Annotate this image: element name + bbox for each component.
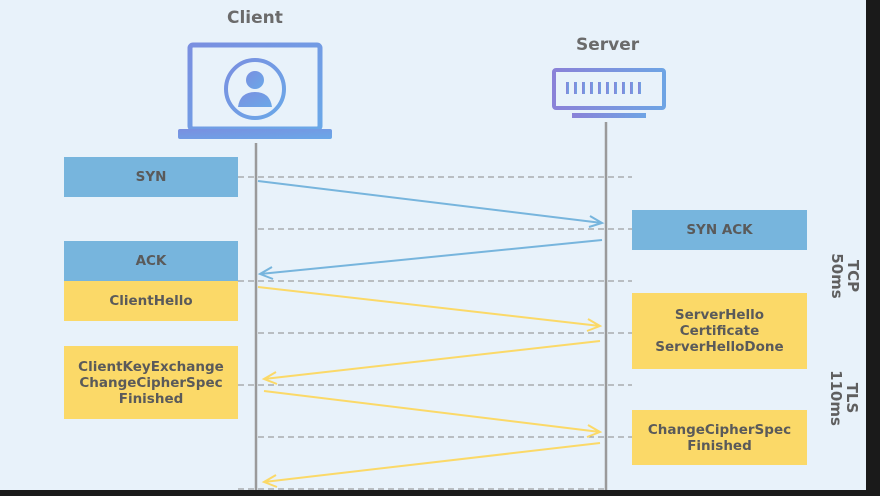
phase-label-tls: TLS 110ms [827, 370, 861, 426]
message-client-key-exchange: ClientKeyExchange ChangeCipherSpec Finis… [64, 346, 238, 419]
server-label: Server [576, 35, 640, 55]
arrow-server-finished [261, 442, 601, 488]
message-client-hello: ClientHello [64, 281, 238, 321]
arrow-client-key-exchange [263, 390, 603, 438]
arrow-server-hello [261, 340, 601, 385]
server-icon [552, 68, 666, 118]
message-syn: SYN [64, 157, 238, 197]
phase-label-tcp: TCP 50ms [828, 253, 862, 299]
message-server-finished: ChangeCipherSpec Finished [632, 410, 807, 465]
arrow-syn [257, 180, 605, 228]
arrow-syn-ack [257, 239, 603, 280]
message-server-hello: ServerHello Certificate ServerHelloDone [632, 293, 807, 369]
client-label: Client [227, 8, 283, 28]
arrow-client-hello [257, 286, 603, 332]
message-ack: ACK [64, 241, 238, 281]
dashed-guides [238, 176, 632, 490]
message-syn-ack: SYN ACK [632, 210, 807, 250]
laptop-icon [178, 42, 332, 139]
